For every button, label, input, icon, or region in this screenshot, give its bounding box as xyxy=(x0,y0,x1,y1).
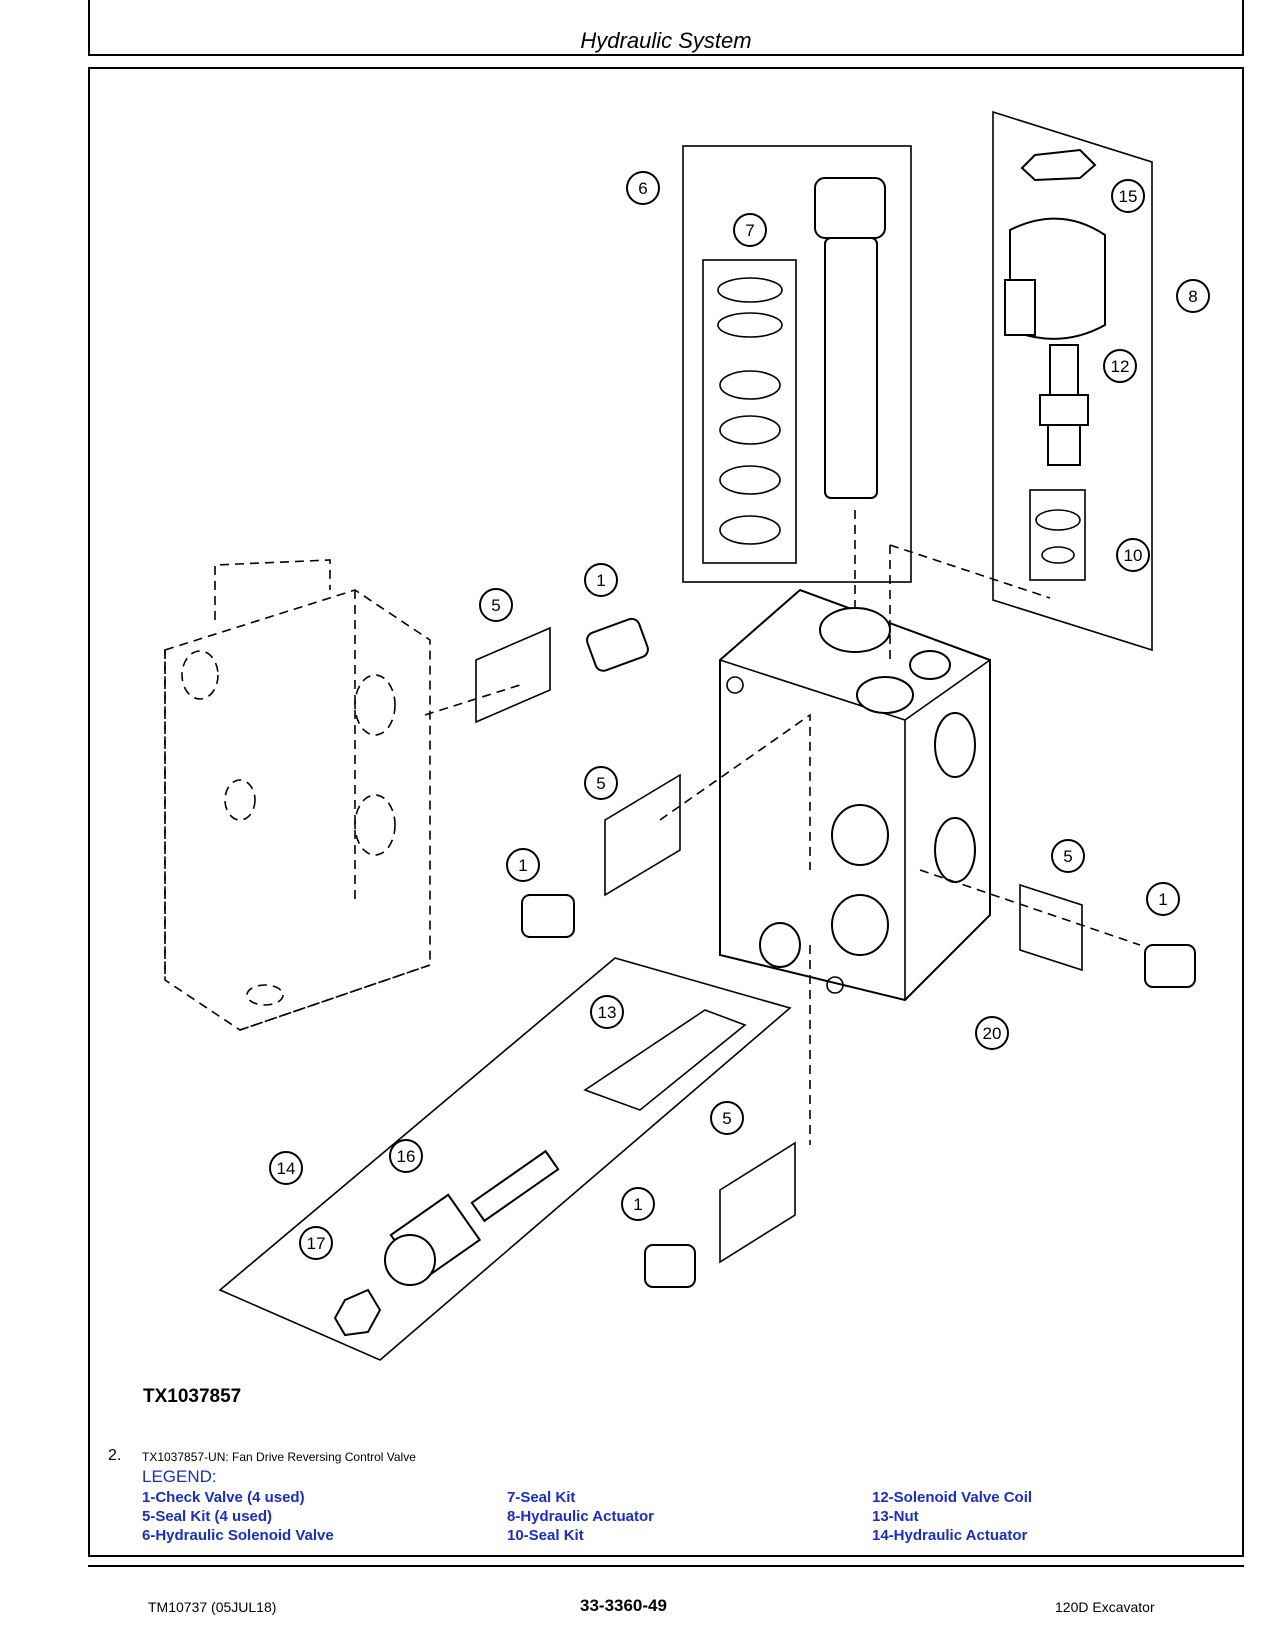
svg-text:5: 5 xyxy=(491,596,500,615)
svg-text:5: 5 xyxy=(722,1109,731,1128)
footer-model: 120D Excavator xyxy=(1055,1599,1155,1615)
page-title: Hydraulic System xyxy=(580,28,752,53)
callout-10: 10 xyxy=(1116,538,1150,572)
legend-column-2: 7-Seal Kit 8-Hydraulic Actuator 10-Seal … xyxy=(507,1488,654,1545)
callout-5b: 5 xyxy=(584,766,618,800)
svg-text:5: 5 xyxy=(596,774,605,793)
legend-item: 13-Nut xyxy=(872,1508,919,1525)
callout-5d: 5 xyxy=(710,1101,744,1135)
svg-text:10: 10 xyxy=(1124,546,1143,565)
callout-17: 17 xyxy=(299,1226,333,1260)
legend-column-3: 12-Solenoid Valve Coil 13-Nut 14-Hydraul… xyxy=(872,1488,1032,1545)
svg-text:20: 20 xyxy=(983,1024,1002,1043)
svg-text:17: 17 xyxy=(307,1234,326,1253)
alignment-lines xyxy=(424,510,1141,1145)
callout-20: 20 xyxy=(975,1016,1009,1050)
svg-text:13: 13 xyxy=(598,1003,617,1022)
callout-15: 13 xyxy=(590,995,624,1029)
figure-frame xyxy=(88,67,1244,1557)
valve-block xyxy=(719,588,991,1002)
svg-text:12: 12 xyxy=(1111,357,1130,376)
svg-text:1: 1 xyxy=(633,1195,642,1214)
legend-item: 10-Seal Kit xyxy=(507,1527,584,1544)
legend-item: 14-Hydraulic Actuator xyxy=(872,1527,1028,1544)
callout-1d: 1 xyxy=(621,1187,655,1221)
legend-item: 1-Check Valve (4 used) xyxy=(142,1489,305,1506)
svg-text:6: 6 xyxy=(638,179,647,198)
callout-16: 16 xyxy=(389,1139,423,1173)
figure-id-label: TX1037857 xyxy=(143,1386,242,1407)
legend-item: 8-Hydraulic Actuator xyxy=(507,1508,654,1525)
legend-item: 7-Seal Kit xyxy=(507,1489,576,1506)
legend-item: 12-Solenoid Valve Coil xyxy=(872,1489,1033,1506)
dashed-housing xyxy=(164,559,431,1031)
callout-13: 15 xyxy=(1111,179,1145,213)
svg-text:16: 16 xyxy=(397,1147,416,1166)
legend-item: 6-Hydraulic Solenoid Valve xyxy=(142,1527,334,1544)
legend-column-1: 1-Check Valve (4 used) 5-Seal Kit (4 use… xyxy=(142,1488,334,1545)
legend-title: LEGEND: xyxy=(142,1467,217,1486)
page-header: Hydraulic System xyxy=(88,0,1244,56)
svg-text:5: 5 xyxy=(1063,847,1072,866)
svg-text:1: 1 xyxy=(596,571,605,590)
footer-divider xyxy=(88,1565,1244,1567)
svg-text:14: 14 xyxy=(277,1159,296,1178)
callout-1a: 1 xyxy=(584,563,618,597)
check-valves xyxy=(521,617,1196,1288)
callout-7: 7 xyxy=(733,213,767,247)
callout-8: 8 xyxy=(1176,279,1210,313)
svg-text:7: 7 xyxy=(745,221,754,240)
figure-caption: TX1037857-UN: Fan Drive Reversing Contro… xyxy=(142,1450,416,1464)
callout-12: 12 xyxy=(1103,349,1137,383)
svg-text:8: 8 xyxy=(1188,287,1197,306)
seal-kits xyxy=(475,626,1083,1264)
callout-1b: 1 xyxy=(506,848,540,882)
footer-manual-id: TM10737 (05JUL18) xyxy=(148,1599,277,1615)
callout-5a: 5 xyxy=(479,588,513,622)
footer-page-number: 33-3360-49 xyxy=(580,1596,667,1615)
legend-item: 5-Seal Kit (4 used) xyxy=(142,1508,273,1525)
callout-5c: 5 xyxy=(1051,839,1085,873)
callout-6: 6 xyxy=(626,171,660,205)
solenoid-valve-box xyxy=(682,145,912,583)
svg-text:1: 1 xyxy=(1158,890,1167,909)
actuator-panel xyxy=(992,110,1153,652)
callout-1c: 1 xyxy=(1146,882,1180,916)
callout-14: 14 xyxy=(269,1151,303,1185)
lower-actuator-panel xyxy=(218,957,792,1361)
svg-text:15: 15 xyxy=(1119,187,1138,206)
svg-text:1: 1 xyxy=(518,856,527,875)
step-number: 2. xyxy=(108,1447,122,1464)
